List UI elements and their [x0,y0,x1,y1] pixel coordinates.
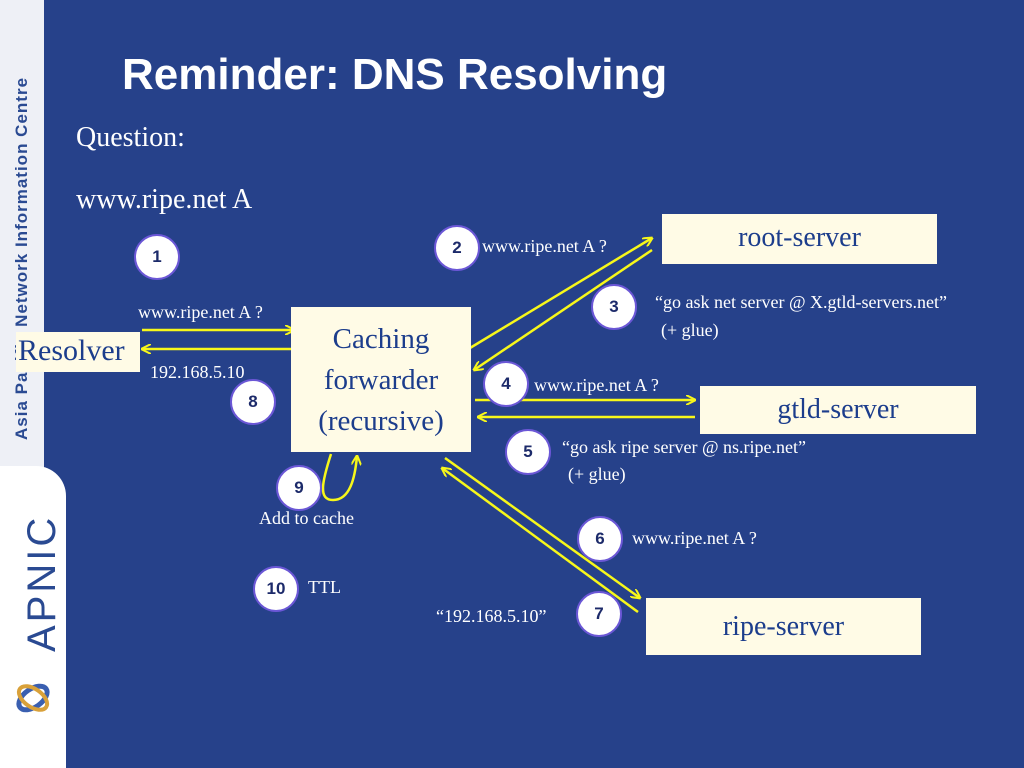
label-ttl: TTL [308,577,341,597]
question-query: www.ripe.net A [76,184,253,215]
resolver-box: Resolver [16,332,140,372]
arrow-referral-from-root [474,248,653,370]
label-referral-root: “go ask net server @ X.gtld-servers.net” [655,292,947,312]
label-query-root: www.ripe.net A ? [482,236,607,256]
caching-line-2: forwarder [323,364,439,396]
arrow-query-to-root [469,238,652,350]
root-server-box: root-server [662,214,937,264]
step-5-badge: 5 [505,429,551,475]
slide-title: Reminder: DNS Resolving [122,50,668,99]
apnic-logo-icon [16,683,50,713]
arrow-query-to-ripe [444,456,640,598]
step-7-badge: 7 [576,591,622,637]
step-1-badge: 1 [134,234,180,280]
label-query-gtld: www.ripe.net A ? [534,375,659,395]
step-2-badge: 2 [434,225,480,271]
label-glue-root: (+ glue) [661,320,719,340]
caching-line-3: (recursive) [318,405,444,437]
step-8-badge: 8 [230,379,276,425]
step-4-badge: 4 [483,361,529,407]
label-query-ripe: www.ripe.net A ? [632,528,757,548]
arrow-answer-from-ripe [442,468,639,614]
step-6-badge: 6 [577,516,623,562]
label-referral-gtld: “go ask ripe server @ ns.ripe.net” [562,437,806,457]
caching-line-1: Caching [332,323,430,355]
arrow-add-to-cache [321,453,357,502]
step-10-badge: 10 [253,566,299,612]
ripe-server-box: ripe-server [646,598,921,655]
label-glue-gtld: (+ glue) [568,464,626,484]
sidebar-logo-panel [0,466,66,768]
gtld-server-box: gtld-server [700,386,976,434]
step-9-badge: 9 [276,465,322,511]
label-add-to-cache: Add to cache [259,508,354,528]
step-3-badge: 3 [591,284,637,330]
label-answer-resolver: 192.168.5.10 [150,362,245,382]
label-answer-ripe: “192.168.5.10” [436,606,547,626]
caching-forwarder-box: Caching forwarder (recursive) [291,307,471,452]
question-label: Question: [76,122,185,153]
label-query-resolver: www.ripe.net A ? [138,302,263,322]
